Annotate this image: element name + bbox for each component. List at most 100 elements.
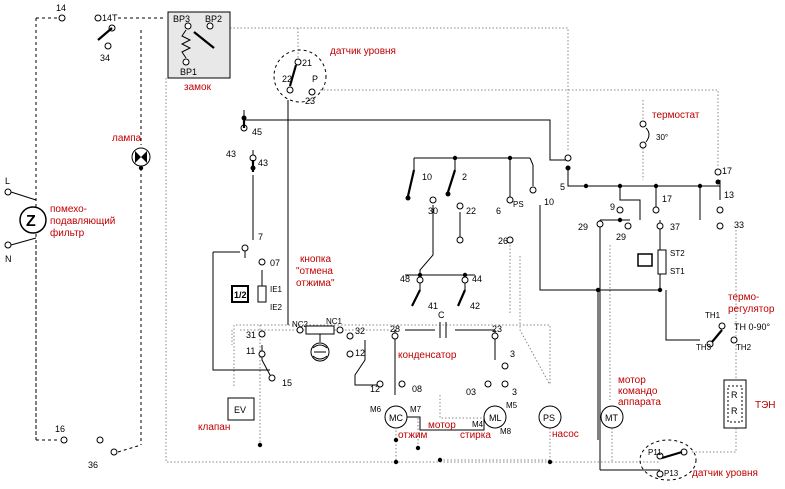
thermostat-temp: 30° [656,133,668,142]
filter-label-line3: фильтр [50,227,85,239]
terminal-m5: M5 [506,401,518,410]
terminal-34: 34 [100,53,110,63]
timer-motor-label-line3: аппарата [618,397,661,408]
terminal-3-lower: 3 [512,387,517,397]
lamp-label: лампа [112,133,142,144]
terminal-26: 26 [498,236,508,246]
lock-terminal-bp3: BP3 [173,14,190,24]
spin-cancel-button: кнопка "отмена отжима" NC2 NC1 32 12 [292,254,365,362]
terminal-42: 42 [470,301,480,311]
terminal-36: 36 [88,460,98,470]
drain-pump: PS насос [538,405,579,440]
terminal-22: 22 [466,206,476,216]
button-label-line1: кнопка [300,254,331,265]
terminal-41: 41 [428,301,438,311]
terminal-nc1: NC1 [326,317,343,326]
capacitor-label: конденсатор [398,350,457,361]
heater-r-bottom: R [731,406,738,416]
level-sensor-label: датчик уровня [330,46,396,57]
terminal-37: 37 [670,222,680,232]
valve-ev: EV [234,405,246,415]
terminal-31: 31 [246,330,256,340]
thermostat-30: термостат 30° [639,110,700,149]
terminal-14: 14 [56,3,66,13]
level-sensor-top: 21 22 P 23 датчик уровня [273,46,396,106]
motor-terminals: 12 08 03 3 3 [370,349,517,397]
terminal-7: 7 [258,232,263,242]
junction-nodes [138,155,703,465]
terminal-nc2: NC2 [292,320,309,329]
terminal-17-top: 17 [722,166,732,176]
terminal-45: 45 [252,127,262,137]
terminal-14t: 14T [102,13,118,23]
filter-label-line2: подавляющий [50,216,115,227]
reversing-contacts: 48 44 41 42 [400,274,482,311]
terminal-32: 32 [355,326,365,336]
regulator-label-line1: термо- [728,292,759,303]
switch-31-11-15: 31 11 15 [246,330,292,388]
pump-ps: PS [543,413,555,423]
line-l-label: L [5,176,10,186]
solid-wires [212,100,721,471]
terminal-st2: ST2 [670,249,685,258]
terminal-48: 48 [400,274,410,284]
terminal-6: 6 [496,206,501,216]
programmer-contacts: 10 2 30 22 6 PS 26 10 [405,169,554,246]
terminal-29-right: 29 [616,232,626,242]
terminal-th1: TH1 [705,311,721,320]
terminal-23: 23 [492,324,502,334]
terminal-m4: M4 [472,420,484,429]
wash-label: стирка [460,430,491,441]
contact-ps: PS [513,200,524,209]
terminal-ie1: IE1 [270,285,283,294]
inlet-valve: EV клапан [198,397,255,433]
heater-r-top: R [731,390,738,400]
sensor2-terminal-p11: P11 [648,448,662,457]
door-lock: BP3 BP2 BP1 замок [167,11,231,93]
lamp-indicator: лампа [112,133,151,167]
terminal-m8: M8 [500,427,512,436]
level-sensor2-label: датчик уровня [692,468,758,479]
terminal-th2: TH2 [736,343,752,352]
terminal-33: 33 [734,220,744,230]
terminal-30: 30 [428,206,438,216]
right-contacts: 5 17 13 33 9 29 29 17 37 ST2 ST1 [560,154,744,276]
timer-motor-mt: MT [605,413,618,423]
terminal-9: 9 [610,202,615,212]
sensor-terminal-23: 23 [305,96,315,106]
switch-45-43: 45 43 43 [226,115,268,172]
terminal-12-motor: 12 [370,384,380,394]
line-n-label: N [5,254,12,264]
timer-motor-label-line1: мотор [618,375,646,386]
lock-terminal-bp2: BP2 [205,14,222,24]
terminal-43-left: 43 [226,149,236,159]
terminal-29-left: 29 [578,222,588,232]
sensor-terminal-p: P [312,74,318,84]
mains-input-filter: L N Z помехо- подавляющий фильтр [4,176,115,264]
motor-mc: MC [389,413,403,423]
terminal-08: 08 [412,384,422,394]
button-label-line2: "отмена [296,266,333,277]
button-label-line3: отжима" [296,278,335,289]
terminal-10-left: 10 [422,172,432,182]
timer-motor-label-line2: командо [618,386,658,397]
pump-label: насос [552,429,579,440]
sensor-terminal-22: 22 [282,74,292,84]
terminal-15: 15 [282,378,292,388]
filter-z-symbol: Z [26,213,36,230]
terminal-th3: TH3 [696,343,712,352]
motor-ml: ML [489,413,502,423]
terminal-10-right: 10 [544,197,554,207]
terminal-m7: M7 [410,405,422,414]
terminal-43-right: 43 [258,158,268,168]
terminal-5: 5 [560,182,565,192]
thermostat-label: термостат [652,110,700,121]
sensor2-terminal-p13: P13 [664,469,679,478]
terminal-11: 11 [246,346,255,356]
door-switch-14: 14 14T 34 [56,3,118,63]
regulator-label-line2: регулятор [728,304,775,315]
terminal-st1: ST1 [670,267,685,276]
terminal-13: 13 [724,190,734,200]
